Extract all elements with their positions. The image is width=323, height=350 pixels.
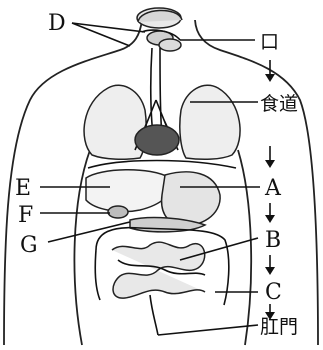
stomach	[162, 172, 221, 226]
gallbladder	[108, 206, 128, 218]
label-b: B	[265, 228, 281, 253]
label-g: G	[20, 233, 38, 258]
label-anus: 肛門	[260, 316, 298, 338]
rectum	[150, 295, 158, 335]
down-arrow-icon	[265, 255, 275, 275]
down-arrow-icon	[265, 203, 275, 223]
diaphragm	[88, 161, 236, 169]
liver	[86, 170, 171, 212]
label-mouth: 口	[260, 31, 279, 53]
lungs	[84, 85, 240, 159]
down-arrow-icon	[265, 146, 275, 168]
label-e: E	[15, 176, 31, 201]
label-a: A	[264, 176, 282, 201]
label-esophagus: 食道	[260, 93, 298, 115]
label-c: C	[265, 280, 282, 305]
label-f: F	[18, 203, 33, 228]
label-d: D	[48, 11, 66, 36]
salivary-glands	[137, 8, 182, 51]
small-intestine	[112, 242, 205, 298]
